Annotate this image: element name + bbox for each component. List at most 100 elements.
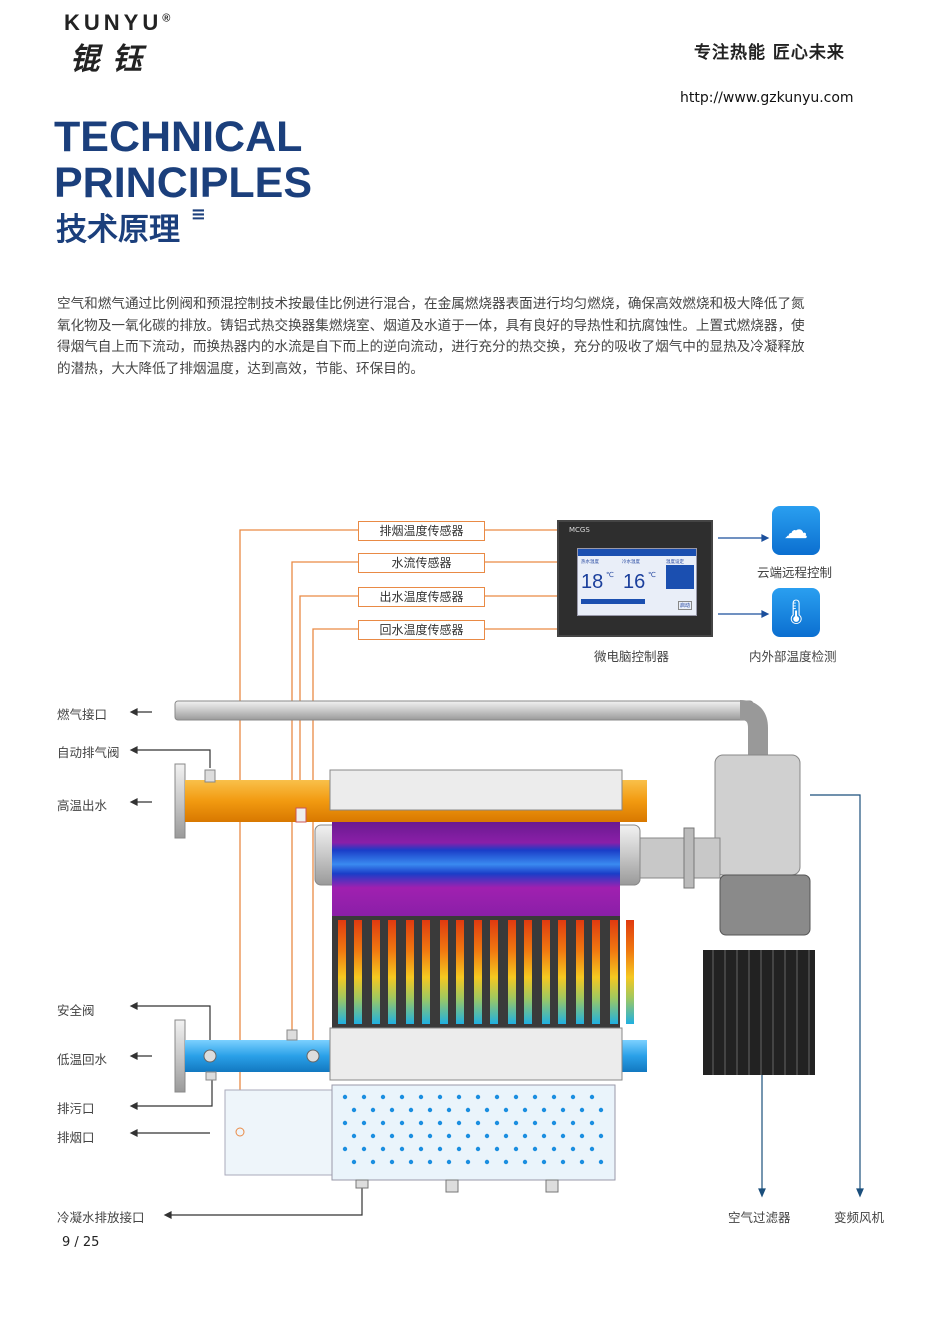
keypad[interactable] — [666, 565, 694, 589]
sensor-lines — [239, 529, 557, 1128]
water-drop — [418, 1146, 424, 1152]
water-drop — [342, 1146, 348, 1152]
cold-unit: ℃ — [648, 571, 656, 579]
flue-sensor-point — [235, 1127, 245, 1137]
water-drop — [598, 1159, 604, 1165]
menu-lines-icon: ≡ — [190, 204, 206, 225]
cloud-icon: ☁ — [772, 506, 820, 555]
water-drop — [475, 1146, 481, 1152]
flue-box — [224, 1089, 333, 1176]
water-drop — [579, 1159, 585, 1165]
website-link[interactable]: http://www.gzkunyu.com — [680, 90, 854, 106]
fin-strip — [610, 920, 618, 1024]
air-filter — [703, 950, 815, 1075]
page-number: 9 / 25 — [62, 1235, 100, 1250]
water-drop — [342, 1120, 348, 1126]
fin-strip — [474, 920, 482, 1024]
label-safety-valve: 安全阀 — [57, 1003, 95, 1018]
logo-en: KUNYU® — [64, 10, 170, 36]
water-drop — [437, 1094, 443, 1100]
water-drop — [494, 1094, 500, 1100]
return-sensor-line — [312, 628, 358, 1050]
water-drop — [465, 1159, 471, 1165]
flow-sensor — [286, 1029, 298, 1041]
water-drop — [370, 1133, 376, 1139]
auto-vent-valve — [204, 769, 216, 783]
cold-value: 16 — [623, 571, 646, 593]
fin-strip — [592, 920, 600, 1024]
bottom-cover — [329, 1027, 623, 1081]
water-drop — [456, 1146, 462, 1152]
water-drop — [427, 1159, 433, 1165]
water-drop — [361, 1094, 367, 1100]
controller-arrows — [718, 534, 770, 618]
fin-strip — [542, 920, 550, 1024]
water-drop — [475, 1094, 481, 1100]
label-return-water: 低温回水 — [57, 1052, 108, 1067]
fin-strip — [490, 920, 498, 1024]
logo-text: KUNYU — [64, 10, 163, 35]
water-drop — [560, 1159, 566, 1165]
safety-valve — [203, 1049, 217, 1063]
water-drop — [494, 1146, 500, 1152]
water-drop — [532, 1120, 538, 1126]
fin-strip — [372, 920, 380, 1024]
registered-mark: ® — [162, 12, 171, 25]
controller-brand: MCGS — [569, 526, 590, 534]
cold-label: 冷水温度 — [622, 560, 640, 565]
water-drop — [351, 1133, 357, 1139]
gas-pipe — [174, 700, 754, 721]
fin-strip — [626, 920, 634, 1024]
water-drop — [579, 1133, 585, 1139]
water-drop — [380, 1146, 386, 1152]
water-drop — [437, 1146, 443, 1152]
controller-label: 微电脑控制器 — [594, 649, 670, 664]
water-drop — [380, 1120, 386, 1126]
sensor-water-flow: 水流传感器 — [358, 553, 485, 573]
water-drop — [361, 1120, 367, 1126]
title-cn: 技术原理 ≡ — [56, 204, 206, 249]
fin-strip — [576, 920, 584, 1024]
water-drop — [399, 1094, 405, 1100]
fin-strip — [456, 920, 464, 1024]
water-drop — [437, 1120, 443, 1126]
water-drop — [598, 1107, 604, 1113]
condensate-outlet — [355, 1179, 369, 1189]
water-drop — [579, 1107, 585, 1113]
water-drop — [456, 1120, 462, 1126]
water-drop — [551, 1146, 557, 1152]
start-button[interactable]: 启动 — [678, 601, 693, 610]
water-drop — [532, 1094, 538, 1100]
water-drop — [380, 1094, 386, 1100]
water-drop — [427, 1133, 433, 1139]
label-flue: 排烟口 — [57, 1130, 95, 1145]
water-drop — [541, 1159, 547, 1165]
title-line1: TECHNICAL — [54, 113, 303, 161]
water-drop — [570, 1120, 576, 1126]
water-drop — [408, 1159, 414, 1165]
label-gas-inlet: 燃气接口 — [57, 707, 108, 722]
water-drop — [475, 1120, 481, 1126]
slogan: 专注热能 匠心未来 — [694, 43, 845, 63]
water-drop — [598, 1133, 604, 1139]
water-drop — [456, 1094, 462, 1100]
water-drop — [513, 1146, 519, 1152]
water-drop — [389, 1133, 395, 1139]
title-cn-text: 技术原理 — [56, 212, 180, 248]
water-drop — [589, 1120, 595, 1126]
water-drop — [465, 1133, 471, 1139]
label-auto-vent: 自动排气阀 — [57, 745, 120, 760]
fin-strip — [338, 920, 346, 1024]
fin-strip — [524, 920, 532, 1024]
label-hot-outlet: 高温出水 — [57, 798, 108, 813]
condensate-tank — [331, 1084, 616, 1181]
water-drop — [494, 1120, 500, 1126]
combustion-chamber — [332, 822, 620, 916]
logo-cn: 锟钰 — [70, 42, 154, 77]
water-drop — [551, 1094, 557, 1100]
water-drop — [446, 1133, 452, 1139]
controller-screen: 热水温度 冷水温度 温度设定 18 ℃ 16 ℃ 启动 — [577, 548, 697, 616]
title-line2: PRINCIPLES — [54, 159, 313, 207]
water-drop — [522, 1159, 528, 1165]
